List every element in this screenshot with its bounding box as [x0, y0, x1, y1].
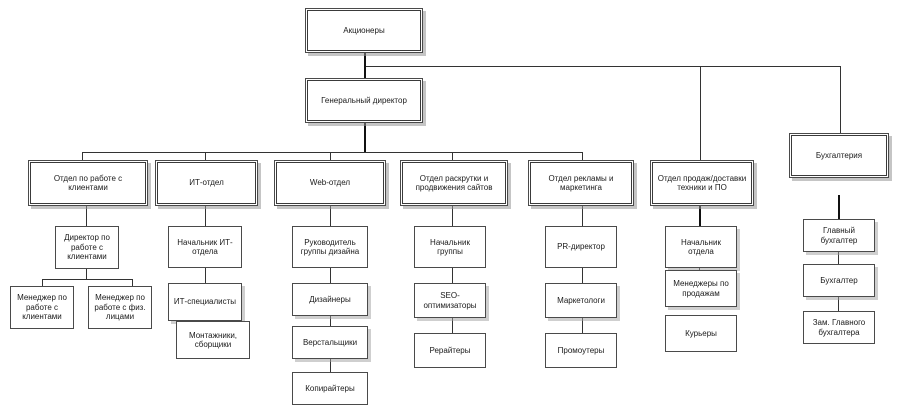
- node-it-installers-label: Монтажники, сборщики: [188, 330, 238, 349]
- edge-ceo-to-dept-seo: [452, 152, 453, 161]
- node-sales-head-label: Начальник отдела: [681, 237, 721, 256]
- node-it-head-label: Начальник ИТ- отдела: [177, 237, 233, 256]
- node-seo-head-label: Начальник группы: [430, 237, 470, 256]
- node-clients-manager-clients[interactable]: Менеджер по работе с клиентами: [10, 286, 74, 329]
- edge-web-designers-to-layout: [330, 313, 331, 326]
- edge-web-layout-to-copywriters: [330, 358, 331, 372]
- edge-shareholders-trunk: [364, 66, 841, 67]
- node-ceo[interactable]: Генеральный директор: [305, 78, 423, 123]
- edge-ceo-to-dept-web: [330, 152, 331, 161]
- node-dept-web-label: Web-отдел: [309, 178, 351, 188]
- edge-web-lead-to-designers: [330, 268, 331, 283]
- node-seo-rewriters[interactable]: Рерайтеры: [414, 333, 486, 368]
- edge-mkt-marketers-to-promoters: [582, 318, 583, 333]
- node-acc-chief-label: Главный бухгалтер: [820, 226, 858, 245]
- edge-acc-chief-to-accountant: [838, 252, 839, 267]
- node-it-head[interactable]: Начальник ИТ- отдела: [168, 226, 242, 268]
- node-acc-accountant[interactable]: Бухгалтер: [803, 264, 875, 297]
- edge-shareholders-to-sales: [700, 66, 701, 162]
- node-seo-optimizers-label: SEO- оптимизаторы: [423, 291, 477, 310]
- node-dept-web[interactable]: Web-отдел: [274, 160, 386, 206]
- node-web-designers[interactable]: Дизайнеры: [292, 283, 368, 316]
- node-web-layout-label: Верстальщики: [302, 337, 358, 347]
- edge-it-head-to-specialists: [205, 268, 206, 283]
- node-acc-accountant-label: Бухгалтер: [820, 275, 858, 285]
- edge-ceo-distribution-bar: [82, 152, 582, 153]
- edge-dept-it-to-head: [205, 205, 206, 226]
- edge-dept-marketing-to-pr: [582, 205, 583, 226]
- node-seo-head[interactable]: Начальник группы: [414, 226, 486, 268]
- node-clients-director-label: Директор по работе с клиентами: [64, 233, 110, 262]
- edge-ceo-to-dept-marketing: [582, 152, 583, 161]
- node-dept-sales[interactable]: Отдел продаж/доставки техники и ПО: [650, 160, 754, 206]
- edge-ceo-to-dept-it: [205, 152, 206, 161]
- node-seo-optimizers[interactable]: SEO- оптимизаторы: [414, 283, 486, 318]
- edge-dept-web-to-lead: [330, 205, 331, 226]
- edge-shareholders-to-accounting: [840, 66, 841, 133]
- node-web-copywriters[interactable]: Копирайтеры: [292, 372, 368, 405]
- node-clients-director[interactable]: Директор по работе с клиентами: [55, 226, 119, 269]
- node-dept-sales-label: Отдел продаж/доставки техники и ПО: [657, 173, 747, 192]
- node-web-lead[interactable]: Руководитель группы дизайна: [292, 226, 368, 268]
- edge-clients-to-mgr-individuals: [132, 279, 133, 286]
- node-web-layout[interactable]: Верстальщики: [292, 326, 368, 359]
- edge-dept-clients-to-director: [86, 205, 87, 226]
- edge-clients-to-mgr-clients: [42, 279, 43, 286]
- node-it-specialists[interactable]: ИТ-специалисты: [168, 283, 242, 321]
- edge-dept-seo-to-head: [452, 205, 453, 226]
- edge-dept-accounting-to-chief: [838, 195, 840, 219]
- node-mkt-pr-director[interactable]: PR-директор: [545, 226, 617, 268]
- node-sales-head[interactable]: Начальник отдела: [665, 226, 737, 268]
- node-clients-manager-individuals-label: Менеджер по работе с физ. лицами: [94, 293, 146, 322]
- node-web-designers-label: Дизайнеры: [309, 294, 351, 304]
- edge-acc-accountant-to-deputy: [838, 297, 839, 311]
- edge-ceo-to-dept-clients: [82, 152, 83, 161]
- edge-ceo-stem: [364, 122, 366, 152]
- node-mkt-promoters[interactable]: Промоутеры: [545, 333, 617, 368]
- edge-seo-head-to-optimizers: [452, 268, 453, 283]
- node-sales-couriers-label: Курьеры: [685, 328, 717, 338]
- edge-seo-optimizers-to-rewriters: [452, 318, 453, 333]
- node-sales-managers-label: Менеджеры по продажам: [673, 279, 729, 298]
- node-dept-clients[interactable]: Отдел по работе с клиентами: [28, 160, 148, 206]
- node-dept-marketing-label: Отдел рекламы и маркетинга: [548, 173, 614, 192]
- node-clients-manager-clients-label: Менеджер по работе с клиентами: [17, 293, 67, 322]
- node-sales-managers[interactable]: Менеджеры по продажам: [665, 270, 737, 307]
- edge-clients-director-stem: [86, 268, 87, 279]
- node-sales-couriers[interactable]: Курьеры: [665, 315, 737, 352]
- node-dept-accounting-label: Бухгалтерия: [815, 150, 863, 160]
- node-shareholders[interactable]: Акционеры: [305, 8, 423, 53]
- node-acc-chief[interactable]: Главный бухгалтер: [803, 219, 875, 252]
- node-acc-deputy-label: Зам. Главного бухгалтера: [812, 318, 866, 337]
- node-dept-it[interactable]: ИТ-отдел: [155, 160, 258, 206]
- edge-mkt-pr-to-marketers: [582, 268, 583, 283]
- node-dept-seo-label: Отдел раскрутки и продвижения сайтов: [415, 173, 493, 192]
- node-it-installers[interactable]: Монтажники, сборщики: [176, 321, 250, 359]
- edge-shareholders-stem: [364, 52, 366, 66]
- node-ceo-label: Генеральный директор: [321, 95, 407, 105]
- node-mkt-promoters-label: Промоутеры: [557, 345, 605, 355]
- node-dept-marketing[interactable]: Отдел рекламы и маркетинга: [528, 160, 634, 206]
- node-dept-seo[interactable]: Отдел раскрутки и продвижения сайтов: [400, 160, 508, 206]
- node-mkt-pr-director-label: PR-директор: [557, 242, 605, 252]
- node-shareholders-label: Акционеры: [343, 25, 385, 35]
- node-dept-clients-label: Отдел по работе с клиентами: [53, 173, 123, 192]
- node-acc-deputy[interactable]: Зам. Главного бухгалтера: [803, 311, 875, 344]
- node-mkt-marketers[interactable]: Маркетологи: [545, 283, 617, 318]
- node-web-copywriters-label: Копирайтеры: [305, 383, 355, 393]
- node-it-specialists-label: ИТ-специалисты: [173, 297, 237, 307]
- node-web-lead-label: Руководитель группы дизайна: [300, 237, 360, 256]
- node-dept-accounting[interactable]: Бухгалтерия: [789, 133, 889, 178]
- node-dept-it-label: ИТ-отдел: [189, 178, 224, 188]
- edge-shareholders-to-ceo: [364, 66, 366, 78]
- edge-dept-sales-to-head: [699, 205, 701, 226]
- node-seo-rewriters-label: Рерайтеры: [429, 345, 471, 355]
- edge-clients-director-bar: [42, 279, 132, 280]
- node-mkt-marketers-label: Маркетологи: [557, 295, 605, 305]
- node-clients-manager-individuals[interactable]: Менеджер по работе с физ. лицами: [88, 286, 152, 329]
